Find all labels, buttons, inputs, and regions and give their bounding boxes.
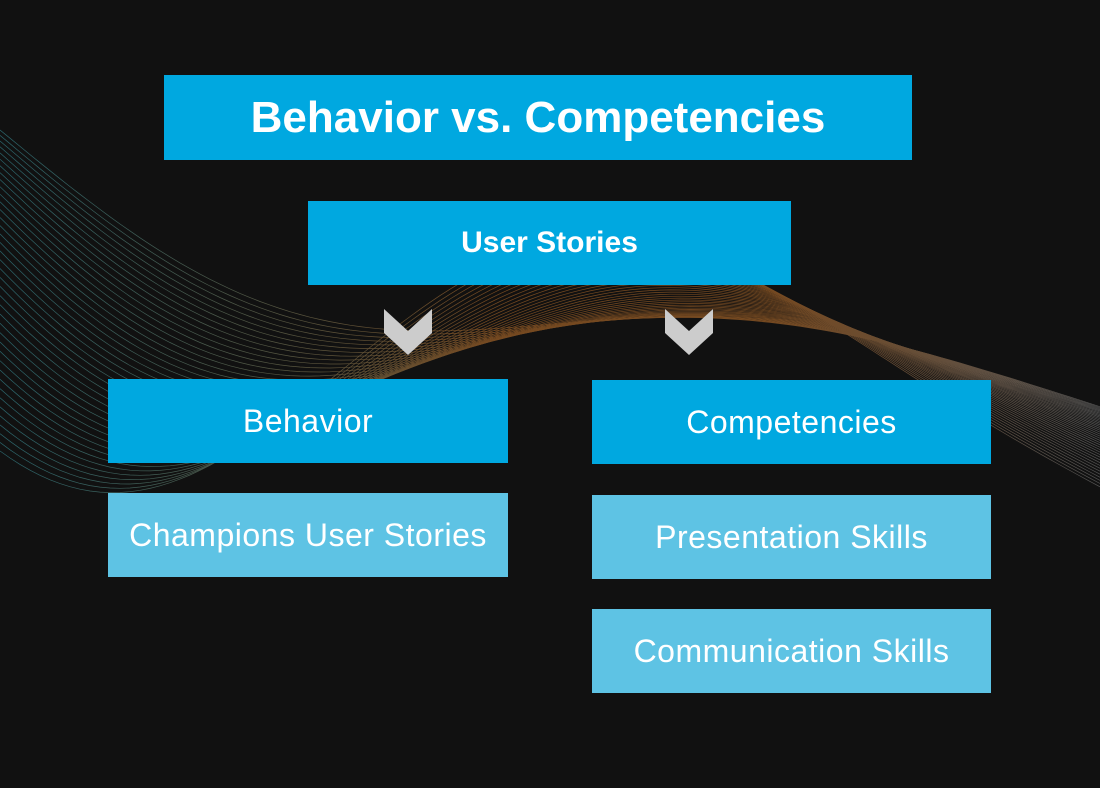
presentation-skills-box: Presentation Skills xyxy=(592,495,991,579)
chevron-down-icon xyxy=(665,309,713,355)
user-stories-label: User Stories xyxy=(461,226,638,259)
diagram-title: Behavior vs. Competencies xyxy=(250,92,826,142)
champions-user-stories-box: Champions User Stories xyxy=(108,493,508,577)
user-stories-box: User Stories xyxy=(308,201,791,285)
chevron-down-icon xyxy=(384,309,432,355)
presentation-skills-label: Presentation Skills xyxy=(655,518,928,555)
communication-skills-box: Communication Skills xyxy=(592,609,991,693)
competencies-header-box: Competencies xyxy=(592,380,991,464)
behavior-header: Behavior xyxy=(242,402,374,439)
diagram-title-box: Behavior vs. Competencies xyxy=(164,75,912,160)
behavior-header-box: Behavior xyxy=(108,379,508,463)
champions-user-stories-label: Champions User Stories xyxy=(129,516,487,553)
competencies-header: Competencies xyxy=(686,403,897,440)
communication-skills-label: Communication Skills xyxy=(633,632,950,669)
